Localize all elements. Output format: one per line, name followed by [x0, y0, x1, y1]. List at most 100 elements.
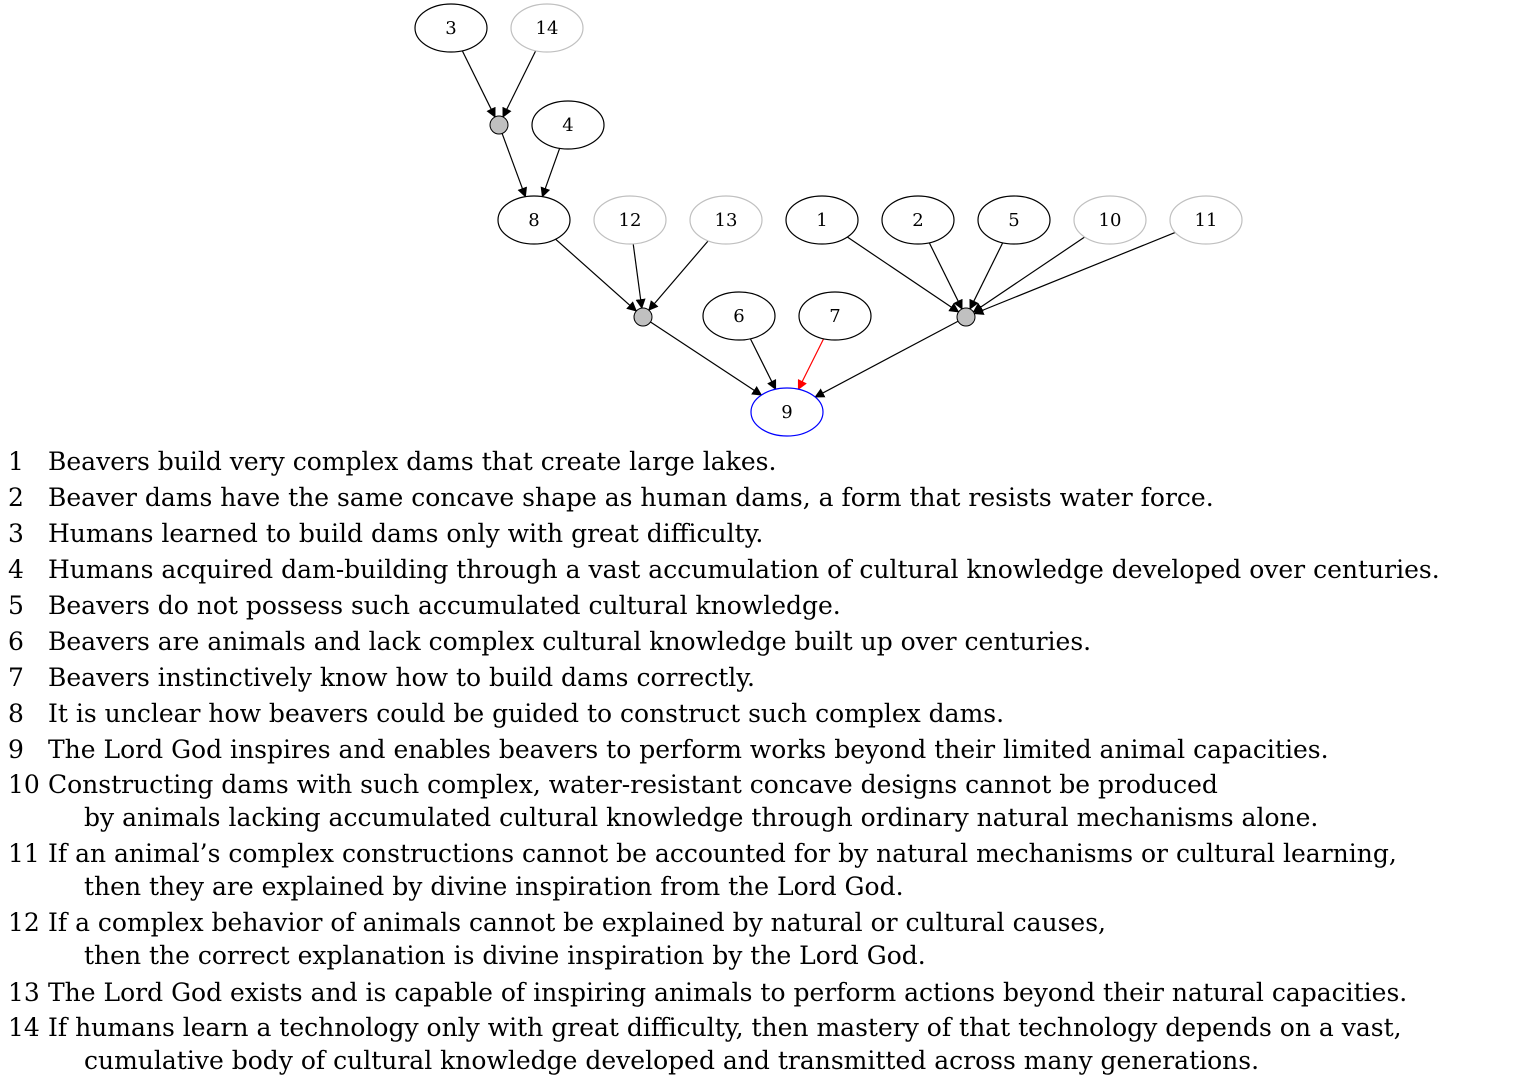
statement-number: 4 — [8, 555, 24, 584]
node-label: 11 — [1195, 210, 1218, 231]
statement-text: If humans learn a technology only with g… — [48, 1013, 1402, 1042]
edge-14-to-jA — [502, 50, 537, 118]
edge-8-to-jB — [555, 238, 638, 312]
statement-text: Humans learned to build dams only with g… — [48, 519, 764, 548]
junction-node — [956, 307, 976, 327]
node-ellipse — [531, 100, 605, 150]
edge-jA-to-8 — [501, 133, 527, 198]
statement-text: Beavers do not possess such accumulated … — [48, 591, 841, 620]
edge-2-to-jC — [928, 242, 963, 310]
node-ellipse — [497, 195, 571, 245]
statement-number: 7 — [8, 663, 24, 692]
edge-13-to-jB — [648, 240, 709, 311]
node-label: 3 — [445, 18, 456, 39]
statement-text: Humans acquired dam-building through a v… — [48, 555, 1440, 584]
node-label: 10 — [1099, 210, 1122, 231]
statement-1: 1 Beavers build very complex dams that cr… — [8, 444, 1533, 480]
node-label: 5 — [1008, 210, 1019, 231]
statement-text: Beaver dams have the same concave shape … — [48, 483, 1214, 512]
graph-edges — [461, 50, 1176, 398]
statement-text: If a complex behavior of animals cannot … — [48, 908, 1106, 937]
statement-text: Constructing dams with such complex, wat… — [48, 770, 1218, 799]
statement-text: If an animal’s complex constructions can… — [48, 839, 1397, 868]
node-4: 4 — [531, 100, 605, 150]
statement-12: 12 If a complex behavior of animals canno… — [8, 906, 1533, 975]
node-ellipse — [750, 387, 824, 437]
edge-12-to-jB — [632, 243, 646, 310]
node-3: 3 — [414, 3, 488, 53]
statement-7: 7 Beavers instinctively know how to build… — [8, 660, 1533, 696]
edge-5-to-jC — [969, 242, 1004, 310]
statement-number: 11 — [8, 839, 40, 868]
node-label: 2 — [912, 210, 923, 231]
node-7: 7 — [798, 291, 872, 341]
edge-11-to-jC — [973, 231, 1176, 315]
statement-number: 6 — [8, 627, 24, 656]
statement-text: It is unclear how beavers could be guide… — [48, 699, 1005, 728]
edge-10-to-jC — [972, 236, 1086, 313]
statement-number: 12 — [8, 908, 40, 937]
node-ellipse — [1169, 195, 1243, 245]
statement-text: The Lord God inspires and enables beaver… — [48, 735, 1329, 764]
node-ellipse — [785, 195, 859, 245]
node-12: 12 — [593, 195, 667, 245]
node-ellipse — [689, 195, 763, 245]
statement-5: 5 Beavers do not possess such accumulated… — [8, 588, 1533, 624]
node-9: 9 — [750, 387, 824, 437]
statement-text: Beavers build very complex dams that cre… — [48, 447, 777, 476]
statement-text: Beavers instinctively know how to build … — [48, 663, 755, 692]
junction-dot — [633, 307, 653, 327]
node-label: 4 — [562, 115, 573, 136]
node-ellipse — [593, 195, 667, 245]
edge-3-to-jA — [461, 50, 496, 118]
statement-number: 10 — [8, 770, 40, 799]
node-10: 10 — [1073, 195, 1147, 245]
node-13: 13 — [689, 195, 763, 245]
node-label: 8 — [528, 210, 539, 231]
junction-dot — [489, 115, 509, 135]
node-ellipse — [977, 195, 1051, 245]
statement-text: The Lord God exists and is capable of in… — [48, 978, 1408, 1007]
node-label: 13 — [715, 210, 738, 231]
statement-number: 5 — [8, 591, 24, 620]
statement-text-continued: then the correct explanation is divine i… — [84, 941, 926, 970]
statement-6: 6 Beavers are animals and lack complex cu… — [8, 624, 1533, 660]
edge-1-to-jC — [846, 236, 960, 313]
node-label: 12 — [619, 210, 642, 231]
statement-4: 4 Humans acquired dam-building through a … — [8, 552, 1533, 588]
statement-number: 1 — [8, 447, 24, 476]
node-11: 11 — [1169, 195, 1243, 245]
node-ellipse — [1073, 195, 1147, 245]
statement-number: 8 — [8, 699, 24, 728]
statement-text: Beavers are animals and lack complex cul… — [48, 627, 1092, 656]
edge-7-to-9 — [797, 338, 825, 391]
node-2: 2 — [881, 195, 955, 245]
statement-text-continued: by animals lacking accumulated cultural … — [84, 803, 1319, 832]
node-1: 1 — [785, 195, 859, 245]
statement-8: 8 It is unclear how beavers could be guid… — [8, 696, 1533, 732]
junction-dot — [956, 307, 976, 327]
node-ellipse — [881, 195, 955, 245]
node-5: 5 — [977, 195, 1051, 245]
edge-6-to-9 — [749, 338, 777, 391]
node-ellipse — [510, 3, 584, 53]
node-ellipse — [798, 291, 872, 341]
junction-node — [633, 307, 653, 327]
node-14: 14 — [510, 3, 584, 53]
node-label: 1 — [816, 210, 827, 231]
node-label: 9 — [781, 402, 792, 423]
edge-jC-to-9 — [814, 320, 959, 398]
edge-4-to-8 — [540, 148, 561, 198]
statement-10: 10 Constructing dams with such complex, w… — [8, 768, 1533, 837]
junction-node — [489, 115, 509, 135]
statement-text-continued: cumulative body of cultural knowledge de… — [84, 1046, 1260, 1075]
statement-list: 1 Beavers build very complex dams that cr… — [8, 444, 1533, 1080]
node-6: 6 — [702, 291, 776, 341]
statement-11: 11 If an animal’s complex constructions c… — [8, 837, 1533, 906]
statement-number: 14 — [8, 1013, 40, 1042]
edge-jB-to-9 — [650, 321, 763, 396]
